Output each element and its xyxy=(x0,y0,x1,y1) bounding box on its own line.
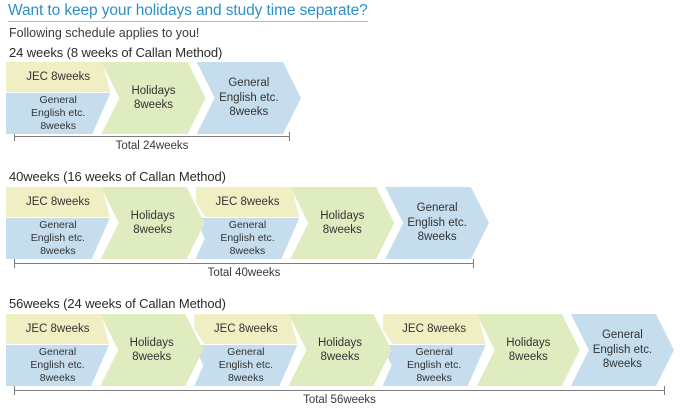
measure-cap-left xyxy=(14,132,15,141)
block-holidays-segment: Holidays 8weeks xyxy=(477,314,580,386)
block-label: 8weeks xyxy=(508,351,548,363)
block-holidays-segment: Holidays 8weeks xyxy=(288,314,391,386)
measure-bar-56 xyxy=(14,386,665,395)
block-label: General xyxy=(416,202,458,215)
block-label: English etc. xyxy=(407,216,467,229)
block-jec-segment: JEC 8weeks xyxy=(6,314,109,344)
block-label: JEC 8weeks xyxy=(213,323,278,335)
block-label: JEC 8weeks xyxy=(25,323,90,335)
schedule-block: Holidays 8weeks xyxy=(290,187,394,259)
block-label: JEC 8weeks xyxy=(215,196,280,208)
block-holidays-segment: Holidays 8weeks xyxy=(100,314,203,386)
block-label: 8weeks xyxy=(602,358,642,371)
block-label: Holidays xyxy=(317,336,363,349)
schedule-block: Holidays 8weeks xyxy=(101,187,205,259)
page-title: Want to keep your holidays and study tim… xyxy=(8,2,368,22)
block-label: JEC 8weeks xyxy=(25,196,90,208)
block-label: English etc. xyxy=(592,343,653,356)
block-label: 8weeks xyxy=(133,99,173,111)
measure-cap-left xyxy=(14,259,15,268)
block-label: Holidays xyxy=(131,84,176,97)
schedule-heading-40: 40weeks (16 weeks of Callan Method) xyxy=(9,169,226,184)
block-jec-segment: JEC 8weeks xyxy=(6,62,110,92)
block-label: Holidays xyxy=(320,209,365,222)
schedule-block: Holidays 8weeks xyxy=(288,314,391,386)
block-label: 8weeks xyxy=(322,224,362,236)
block-label: English etc. xyxy=(219,91,279,104)
block-label: 8weeks xyxy=(133,224,173,236)
block-label: General xyxy=(601,329,643,342)
measure-label-24: Total 24weeks xyxy=(115,140,189,152)
block-label: Holidays xyxy=(130,209,175,222)
block-jec-segment: JEC 8weeks xyxy=(383,314,486,344)
measure-cap-right xyxy=(473,259,474,268)
page-subtitle: Following schedule applies to you! xyxy=(9,26,200,40)
schedule-block: Holidays 8weeks xyxy=(101,62,205,134)
block-label: 8weeks xyxy=(229,106,269,119)
block-label: Holidays xyxy=(129,336,174,349)
block-jec-segment: JEC 8weeks xyxy=(196,187,300,217)
block-label: General xyxy=(228,77,270,90)
measure-label-56: Total 56weeks xyxy=(303,394,376,406)
block-holidays-segment: Holidays 8weeks xyxy=(101,187,205,259)
measure-cap-right xyxy=(289,132,290,141)
block-holidays-segment: Holidays 8weeks xyxy=(101,62,205,134)
schedule-block: Holidays 8weeks xyxy=(100,314,203,386)
measure-cap-right xyxy=(664,386,665,395)
measure-bar-40 xyxy=(14,259,474,268)
measure-label-40: Total 40weeks xyxy=(207,267,281,279)
block-jec-segment: JEC 8weeks xyxy=(6,187,110,217)
block-holidays-segment: Holidays 8weeks xyxy=(290,187,394,259)
block-label: 8weeks xyxy=(320,351,360,363)
schedule-heading-56: 56weeks (24 weeks of Callan Method) xyxy=(9,296,226,311)
block-label: 8weeks xyxy=(417,231,457,244)
block-label: 8weeks xyxy=(132,351,172,363)
measure-cap-left xyxy=(14,386,15,395)
schedule-heading-24: 24 weeks (8 weeks of Callan Method) xyxy=(9,45,223,60)
block-jec-segment: JEC 8weeks xyxy=(194,314,297,344)
schedule-block: Holidays 8weeks xyxy=(477,314,580,386)
measure-bar-24 xyxy=(14,132,290,141)
block-label: Holidays xyxy=(506,336,551,349)
block-label: JEC 8weeks xyxy=(26,71,91,83)
block-label: JEC 8weeks xyxy=(402,323,467,335)
